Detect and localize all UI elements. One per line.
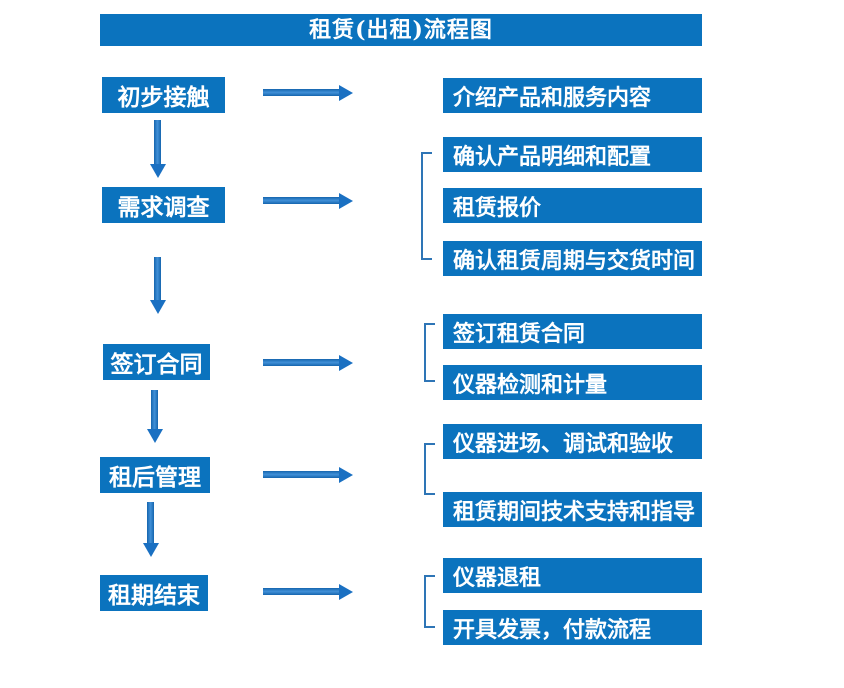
detail-box-tech-support: 租赁期间技术支持和指导 xyxy=(443,492,702,527)
step-box-demand-survey: 需求调查 xyxy=(102,187,225,223)
arrow-right-icon-3 xyxy=(263,355,353,371)
bracket-group-rental-end xyxy=(424,575,435,628)
step-box-rental-end: 租期结束 xyxy=(100,575,208,611)
step-box-sign-contract: 签订合同 xyxy=(103,344,210,380)
detail-box-sign-rental-contract: 签订租赁合同 xyxy=(443,314,702,349)
detail-box-instrument-entry-acceptance: 仪器进场、调试和验收 xyxy=(443,424,702,459)
arrow-down-icon-1 xyxy=(150,120,166,178)
detail-box-rental-quote: 租赁报价 xyxy=(443,188,702,223)
detail-box-instrument-return: 仪器退租 xyxy=(443,558,702,593)
detail-box-introduce-products: 介绍产品和服务内容 xyxy=(443,78,702,113)
detail-box-invoice-payment: 开具发票，付款流程 xyxy=(443,610,702,645)
bracket-group-demand-survey xyxy=(421,152,432,260)
arrow-right-icon-1 xyxy=(263,85,353,101)
arrow-down-icon-2 xyxy=(150,257,166,314)
detail-box-confirm-product-config: 确认产品明细和配置 xyxy=(443,137,702,172)
step-box-post-rental-management: 租后管理 xyxy=(100,457,210,493)
bracket-group-post-rental xyxy=(424,443,435,495)
arrow-down-icon-4 xyxy=(143,502,159,557)
detail-box-confirm-period-delivery: 确认租赁周期与交货时间 xyxy=(443,241,702,276)
arrow-right-icon-5 xyxy=(263,584,353,600)
step-box-initial-contact: 初步接触 xyxy=(102,77,225,113)
detail-box-instrument-testing: 仪器检测和计量 xyxy=(443,365,702,400)
arrow-right-icon-4 xyxy=(263,467,353,483)
bracket-group-sign-contract xyxy=(424,323,435,382)
arrow-right-icon-2 xyxy=(263,193,353,209)
arrow-down-icon-3 xyxy=(147,390,163,443)
diagram-title: 租赁(出租)流程图 xyxy=(100,14,702,46)
